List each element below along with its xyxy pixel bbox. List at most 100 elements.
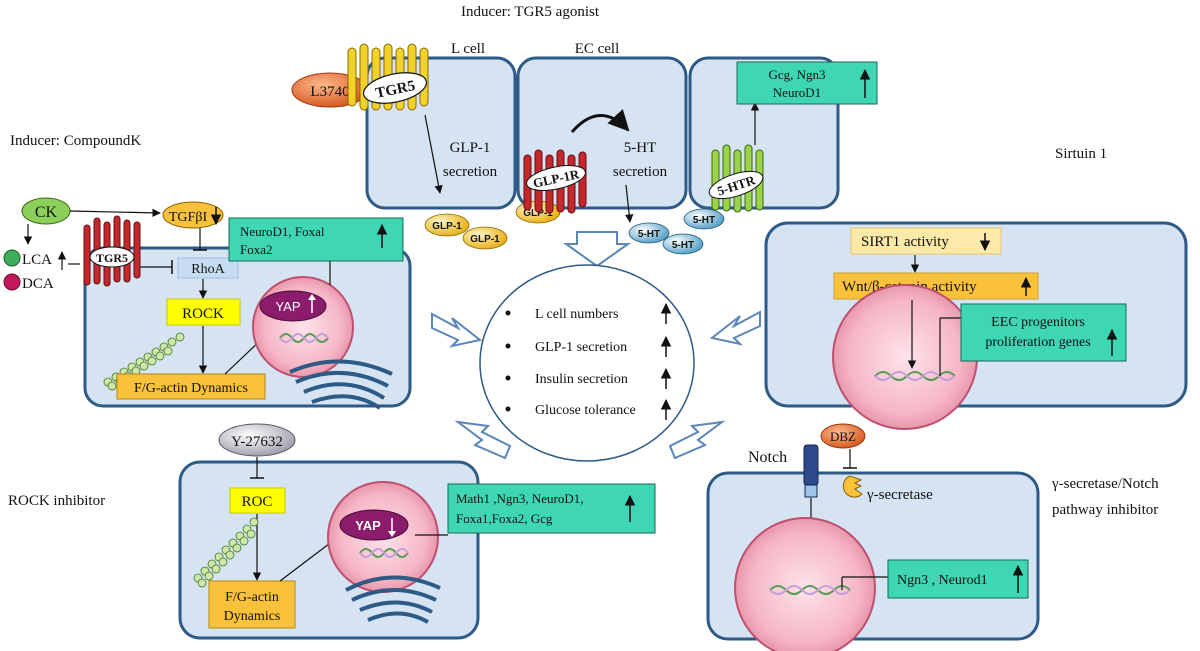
outcome-circle xyxy=(479,264,695,462)
actin-dynamics-box xyxy=(116,373,266,400)
bullet xyxy=(505,406,511,412)
rock-box xyxy=(166,298,241,326)
glp1-secretion-line2: secretion xyxy=(443,164,498,180)
actin-filament xyxy=(193,517,259,588)
top-gene-line1: Gcg, Ngn3 xyxy=(768,67,825,82)
curved-arrow xyxy=(570,109,630,133)
right-bottom-gene-box xyxy=(887,559,1029,599)
glp1-secretion-line1: GLP-1 xyxy=(450,140,491,156)
dna-icon xyxy=(279,333,329,343)
golgi-icon xyxy=(289,359,393,410)
tgr5-oval-left xyxy=(89,246,135,268)
outcome-item: Insulin secretion xyxy=(535,372,628,387)
right-top-title: Sirtuin 1 xyxy=(1055,146,1107,162)
right-top-gene-box xyxy=(960,303,1127,362)
actin-dynamics-label: F/G-actin Dynamics xyxy=(134,381,248,396)
glp1-particle xyxy=(424,213,470,237)
left-bottom-title: ROCK inhibitor xyxy=(8,493,105,509)
right-top-gene-line1: EEC progenitors xyxy=(991,315,1085,330)
left-top-title: Inducer: CompoundK xyxy=(10,133,141,149)
dna-icon xyxy=(769,585,851,595)
right-bottom-title-line2: pathway inhibitor xyxy=(1052,502,1158,518)
hollow-arrow-right-bottom xyxy=(668,420,726,460)
actin-dynamics-line2: Dynamics xyxy=(224,609,281,624)
bullet xyxy=(505,310,511,316)
tgr5-oval xyxy=(362,72,428,104)
dca-label: DCA xyxy=(22,276,54,292)
hollow-arrow-left-bottom xyxy=(454,420,512,460)
rock-label: ROCK xyxy=(182,306,224,322)
y27632-molecule xyxy=(218,423,296,457)
ec-cell-label: EC cell xyxy=(575,41,620,57)
tgfb-molecule xyxy=(162,201,224,229)
y27632-label: Y-27632 xyxy=(231,434,283,450)
outcome-list: L cell numbers GLP-1 secretion Insulin s… xyxy=(505,302,672,420)
tgfb-label: TGFβI xyxy=(169,210,208,225)
right-bottom-gene-label: Ngn3 , Neurod1 xyxy=(897,573,988,588)
dna-icon xyxy=(769,585,851,595)
nucleus xyxy=(734,517,876,651)
yap-label: YAP xyxy=(275,299,300,314)
yap-label: YAP xyxy=(355,518,381,533)
yap-down-arrowhead xyxy=(388,531,396,537)
hollow-arrow-right-top xyxy=(709,310,761,346)
lca-ball xyxy=(3,249,21,267)
golgi-icon xyxy=(345,575,441,624)
bullet xyxy=(505,343,511,349)
glp1-particle-label: GLP-1 xyxy=(432,221,462,232)
actin-filament xyxy=(103,332,185,391)
dca-ball xyxy=(3,273,21,291)
hollow-arrow-top xyxy=(562,231,632,268)
gamma-secretase-icon xyxy=(842,475,863,498)
outcome-item: GLP-1 secretion xyxy=(535,340,627,355)
ht-particle xyxy=(683,208,725,230)
ht-particle xyxy=(662,233,704,255)
dbz-molecule xyxy=(820,423,866,449)
glp1-particle-label: GLP-1 xyxy=(523,208,553,219)
ck-label: CK xyxy=(35,204,58,221)
rhoa-label: RhoA xyxy=(191,262,225,277)
l3740-label: L3740 xyxy=(310,84,349,100)
bullet xyxy=(505,375,511,381)
ht-particle-label: 5-HT xyxy=(693,215,715,226)
actin-dynamics-box xyxy=(208,580,296,629)
ht-particle-label: 5-HT xyxy=(672,240,694,251)
top-gene-line2: NeuroD1 xyxy=(773,85,821,100)
right-bottom-title-line1: γ-secretase/Notch xyxy=(1051,476,1159,492)
outcome-item: Glucose tolerance xyxy=(535,403,636,418)
gamma-secretase-label: γ-secretase xyxy=(866,487,933,503)
tgr5-label-left: TGR5 xyxy=(96,251,128,265)
glp1-particle-label: GLP-1 xyxy=(470,234,500,245)
roc-box xyxy=(229,487,286,514)
notch-receptor-base xyxy=(804,484,818,498)
left-top-gene-box xyxy=(228,217,404,262)
left-bottom-gene-line1: Math1 ,Ngn3, NeuroD1, xyxy=(456,491,583,506)
left-bottom-gene-box xyxy=(447,483,656,534)
glp1r-oval xyxy=(526,165,586,191)
hollow-arrow-left-top xyxy=(431,312,483,348)
top-title: Inducer: TGR5 agonist xyxy=(461,4,600,20)
notch-label: Notch xyxy=(748,449,787,466)
outcome-item: L cell numbers xyxy=(535,307,618,322)
right-top-gene-line2: proliferation genes xyxy=(985,335,1090,350)
ck-to-tgfb-arrow xyxy=(69,208,161,218)
dna-icon xyxy=(359,548,409,558)
ht-arrow xyxy=(625,184,634,223)
l-cell-label: L cell xyxy=(451,41,485,57)
rhoa-box xyxy=(177,257,239,279)
dna-icon xyxy=(874,371,956,381)
notch-receptor xyxy=(803,444,819,486)
left-top-gene-line1: NeuroD1, Foxal xyxy=(240,224,325,239)
sirt1-label: SIRT1 activity xyxy=(861,234,949,250)
yap-up-arrowhead xyxy=(308,294,316,300)
top-gene-box xyxy=(736,61,878,105)
roc-label: ROC xyxy=(242,494,273,510)
ht-particle-label: 5-HT xyxy=(638,229,660,240)
lca-label: LCA xyxy=(22,252,52,268)
glp1-arrow xyxy=(424,114,443,194)
htr-oval xyxy=(708,170,764,200)
ht-secretion-line2: secretion xyxy=(613,164,668,180)
dbz-label: DBZ xyxy=(830,429,856,444)
